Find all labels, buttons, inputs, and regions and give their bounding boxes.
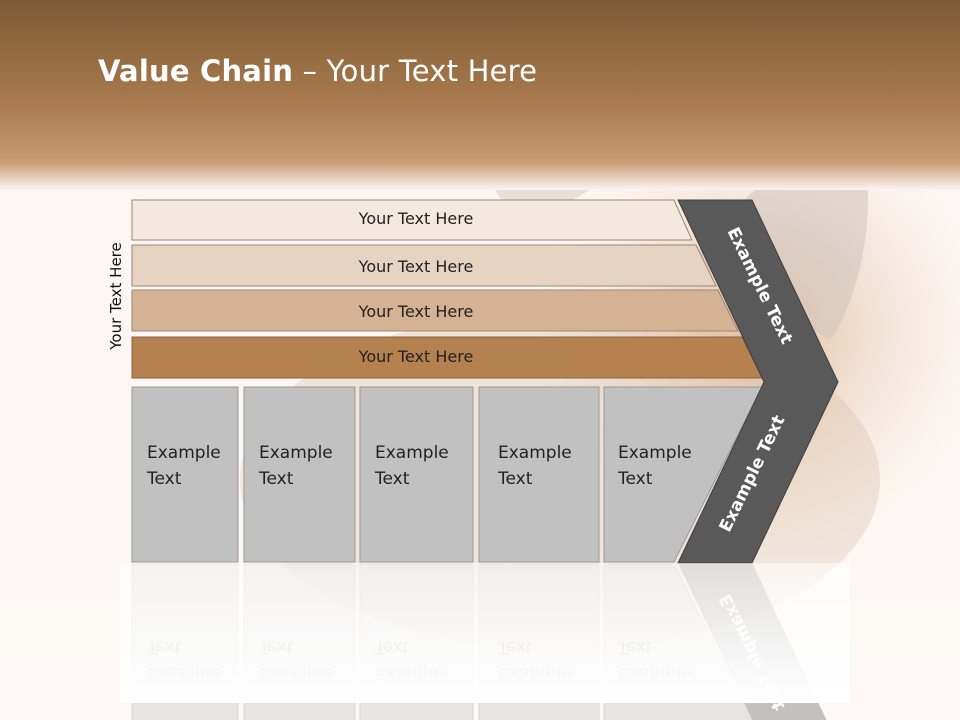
title-rest: – Your Text Here bbox=[293, 54, 538, 88]
primary-activity-line1: Example bbox=[259, 443, 333, 463]
primary-activity-line2: Text bbox=[146, 469, 182, 489]
support-bar-label: Your Text Here bbox=[358, 302, 474, 321]
support-bar[interactable]: Your Text Here bbox=[131, 289, 739, 332]
support-bar-shape bbox=[131, 244, 717, 287]
support-bar-label: Your Text Here bbox=[358, 209, 474, 228]
title-bold: Value Chain bbox=[98, 54, 294, 88]
primary-activity-line2: Text bbox=[374, 469, 410, 489]
primary-activities: Example Text Example Text Example Text E… bbox=[131, 386, 763, 563]
primary-activity-shape bbox=[243, 386, 356, 563]
support-bar[interactable]: Your Text Here bbox=[131, 336, 763, 379]
primary-activity-line1: Example bbox=[618, 443, 692, 463]
support-bar-label: Your Text Here bbox=[358, 347, 474, 366]
slide-title: Value Chain – Your Text Here bbox=[98, 54, 537, 88]
primary-activity-line2: Text bbox=[617, 469, 653, 489]
primary-activity-line2: Text bbox=[497, 469, 533, 489]
primary-activity-line1: Example bbox=[498, 443, 572, 463]
primary-activity-box[interactable]: Example Text bbox=[478, 386, 600, 563]
margin-chevron[interactable]: Example Text Example Text bbox=[677, 199, 839, 564]
support-bar-shape bbox=[131, 289, 739, 332]
support-bar[interactable]: Your Text Here bbox=[131, 244, 717, 287]
primary-activity-line2: Text bbox=[258, 469, 294, 489]
primary-activity-shape bbox=[131, 386, 239, 563]
support-activities: Your Text Here Your Text Here Your Text … bbox=[131, 199, 763, 379]
support-bar-shape bbox=[131, 199, 693, 241]
support-bar-label: Your Text Here bbox=[358, 257, 474, 276]
primary-activity-line1: Example bbox=[147, 443, 221, 463]
primary-activity-box[interactable]: Example Text bbox=[603, 386, 763, 563]
primary-activity-box[interactable]: Example Text bbox=[131, 386, 239, 563]
primary-activity-shape bbox=[359, 386, 474, 563]
reflection-fade bbox=[120, 563, 850, 703]
support-bar[interactable]: Your Text Here bbox=[131, 199, 693, 241]
primary-activity-shape bbox=[478, 386, 600, 563]
primary-activity-box[interactable]: Example Text bbox=[243, 386, 356, 563]
side-axis-label: Your Text Here bbox=[107, 242, 125, 350]
primary-activity-shape bbox=[603, 386, 763, 563]
primary-activity-box[interactable]: Example Text bbox=[359, 386, 474, 563]
primary-activity-line1: Example bbox=[375, 443, 449, 463]
chevron-shape bbox=[677, 199, 839, 564]
